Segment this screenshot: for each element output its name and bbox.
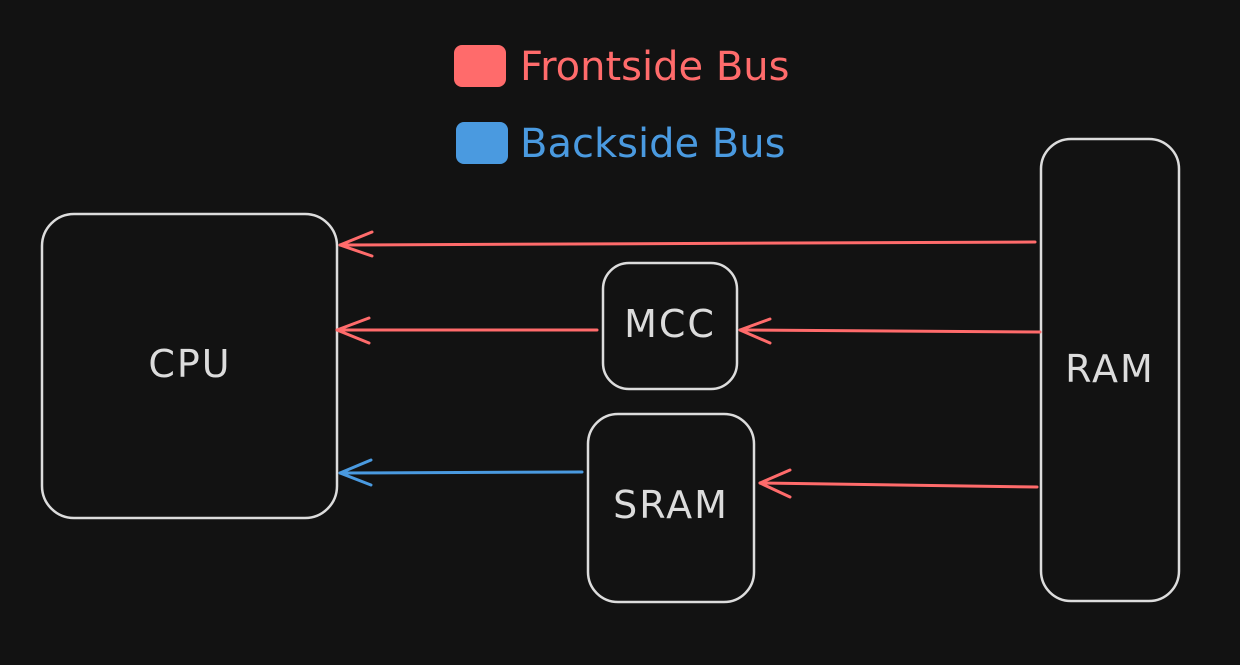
sram-box	[586, 412, 756, 604]
cpu-label: CPU	[148, 342, 231, 386]
sram-label: SRAM	[613, 483, 729, 527]
arrow-sram-to-cpu	[338, 458, 584, 487]
sram-node[interactable]: SRAM	[586, 412, 756, 604]
mcc-node[interactable]: MCC	[601, 261, 739, 391]
cpu-node[interactable]: CPU	[40, 212, 339, 520]
legend-item-backside: Backside Bus	[456, 121, 785, 167]
arrow-mcc-to-cpu	[335, 316, 599, 345]
legend-item-frontside: Frontside Bus	[454, 44, 789, 90]
ram-label: RAM	[1065, 347, 1155, 391]
arrowhead	[335, 316, 371, 345]
arrowhead	[738, 317, 772, 345]
legend-label-backside: Backside Bus	[520, 121, 785, 167]
backside-swatch	[456, 122, 508, 164]
cpu-box	[40, 212, 339, 520]
mcc-label: MCC	[624, 302, 716, 346]
arrowhead	[338, 230, 374, 258]
mcc-box	[601, 261, 739, 391]
legend: Frontside Bus Backside Bus	[454, 44, 789, 167]
legend-label-frontside: Frontside Bus	[520, 44, 789, 90]
arrow-ram-to-sram	[758, 468, 1039, 499]
arrow-ram-to-cpu	[338, 230, 1037, 258]
arrowhead	[338, 458, 373, 487]
ram-box	[1039, 137, 1181, 603]
frontside-swatch	[454, 45, 506, 87]
ram-node[interactable]: RAM	[1039, 137, 1181, 603]
arrow-ram-to-mcc	[738, 317, 1042, 345]
arrowhead	[758, 468, 792, 499]
